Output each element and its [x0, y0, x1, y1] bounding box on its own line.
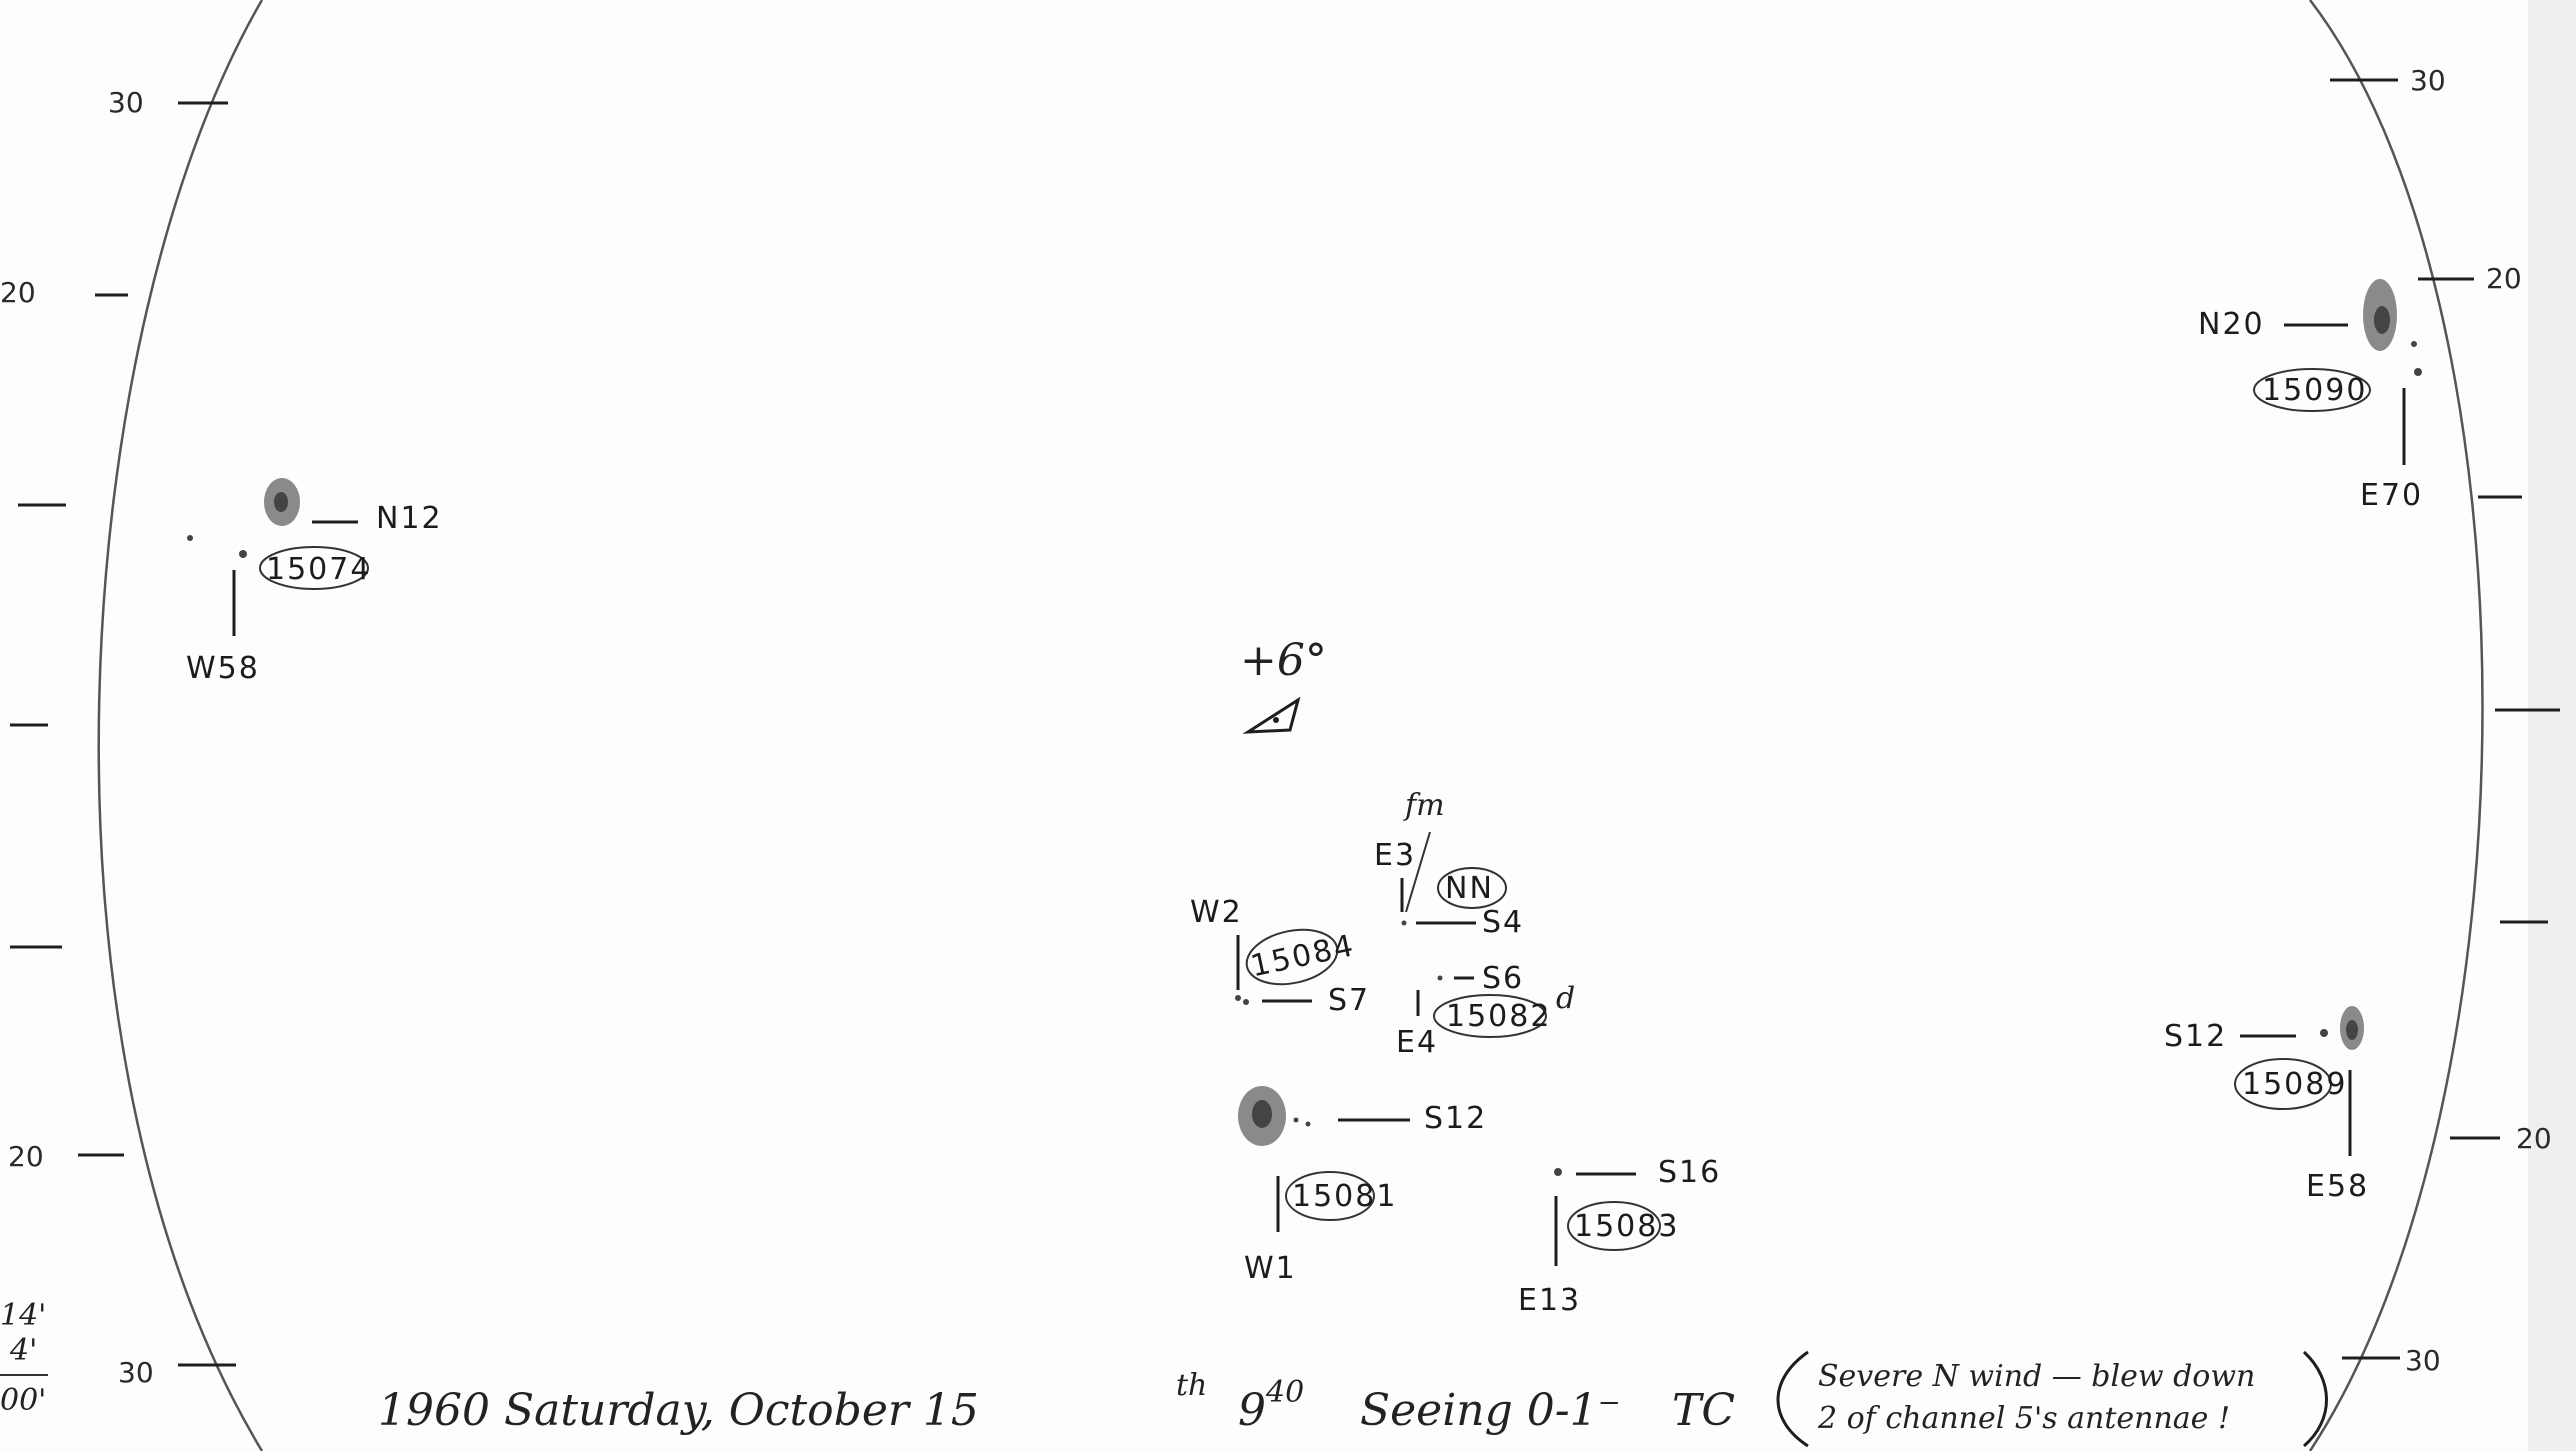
footer-date-suffix: th	[1176, 1368, 1207, 1403]
spot-dot	[1437, 975, 1443, 981]
region-note: d	[1556, 981, 1575, 1016]
region-15084: W2 15084 S7	[1190, 895, 1370, 1018]
region-note: fm	[1403, 788, 1445, 823]
scale-label-right-top: 30	[2410, 64, 2446, 97]
scale-label-left-top: 30	[108, 86, 144, 119]
footer-time: 9	[1238, 1385, 1266, 1436]
spot-dot	[239, 550, 247, 558]
region-number-oval	[1567, 1201, 1661, 1251]
center-triangle-icon	[1242, 696, 1301, 734]
center-dot	[1273, 717, 1279, 723]
scale-label-right-upper: 20	[2486, 262, 2522, 295]
spot-umbra	[274, 492, 288, 512]
region-lon-label: W58	[186, 651, 260, 686]
region-lat-label: S12	[1424, 1101, 1487, 1136]
remark-open-paren	[1776, 1350, 1809, 1448]
region-lat-label: S16	[1658, 1155, 1721, 1190]
right-scale-ticks	[2330, 78, 2560, 1360]
spot-dot	[2414, 368, 2422, 376]
spot-umbra	[2346, 1020, 2358, 1040]
spot-dot	[1401, 920, 1407, 926]
region-lon-label: E3	[1374, 838, 1416, 873]
region-lon-label: E58	[2306, 1169, 2369, 1204]
region-15082: S6 15082 d E4	[1396, 961, 1575, 1060]
spot-umbra	[2374, 306, 2390, 334]
footer-time-suffix: 40	[1265, 1375, 1304, 1410]
region-15089: S12 15089 E58	[2164, 1006, 2369, 1204]
region-number: 15081	[1292, 1179, 1397, 1214]
footer-observer: TC	[1672, 1385, 1735, 1436]
footer-seeing: Seeing 0-1⁻	[1360, 1385, 1621, 1436]
region-number-oval	[1285, 1171, 1375, 1221]
region-number: 15090	[2262, 373, 2367, 408]
center-latitude-label: +6°	[1240, 635, 1327, 686]
region-lon-label: E13	[1518, 1283, 1581, 1318]
region-lon-label: E4	[1396, 1025, 1438, 1060]
region-15074: N12 15074 W58	[186, 478, 443, 686]
region-number-oval	[1437, 867, 1507, 909]
spot-umbra	[1252, 1100, 1272, 1128]
spot-dot	[2320, 1029, 2328, 1037]
region-15083: S16 15083 E13	[1518, 1155, 1721, 1318]
region-lon-label: E70	[2360, 478, 2423, 513]
region-lat-label: S7	[1328, 983, 1370, 1018]
footer-remark-line2: 2 of channel 5's antennae !	[1817, 1401, 2230, 1436]
paper-edge	[2528, 0, 2576, 1451]
region-number: 15084	[1248, 928, 1358, 984]
left-limb-arc	[97, 0, 264, 1451]
region-lat-label: S6	[1482, 961, 1524, 996]
spot-dot	[1243, 999, 1249, 1005]
remark-close-paren	[2302, 1350, 2328, 1448]
region-lat-label: N20	[2198, 307, 2265, 342]
region-number-oval	[1433, 994, 1547, 1038]
left-scale-ticks	[10, 101, 236, 1367]
region-number-oval	[2234, 1058, 2332, 1110]
region-number: 15089	[2242, 1067, 2347, 1102]
region-number: 15082	[1446, 999, 1551, 1034]
margin-note-2: 4'	[9, 1333, 37, 1368]
region-lon-label: W2	[1190, 895, 1243, 930]
scale-label-left-lower: 20	[8, 1140, 44, 1173]
spot-dot	[1305, 1121, 1311, 1127]
region-lat-label: S4	[1482, 905, 1524, 940]
scale-label-left-bottom: 30	[118, 1356, 154, 1389]
region-lat-label: N12	[376, 501, 443, 536]
spot-dot	[1235, 995, 1241, 1001]
region-number: 15074	[266, 552, 371, 587]
region-lon-label: W1	[1244, 1251, 1297, 1286]
region-number-oval	[259, 546, 369, 590]
footer-date: 1960 Saturday, October 15	[378, 1385, 979, 1436]
region-lat-label: S12	[2164, 1019, 2227, 1054]
region-number: NN	[1445, 871, 1494, 906]
margin-note-1: 14'	[0, 1298, 46, 1333]
spot-dot	[1554, 1168, 1562, 1176]
region-15090: N20 15090 E70	[2198, 279, 2423, 513]
right-limb-arc	[2308, 0, 2484, 1451]
margin-note-3: 00'	[0, 1383, 46, 1418]
scale-label-right-lower: 20	[2516, 1122, 2552, 1155]
region-number-oval	[2253, 368, 2371, 412]
spot-dot	[2411, 341, 2417, 347]
scale-label-left-upper: 20	[0, 276, 36, 309]
scale-label-right-bottom: 30	[2405, 1344, 2441, 1377]
spot-dot	[1293, 1117, 1299, 1123]
spot-dot	[187, 535, 193, 541]
footer-remark-line1: Severe N wind — blew down	[1818, 1359, 2255, 1394]
region-nn: fm E3 NN S4	[1374, 788, 1524, 940]
region-15081: S12 15081 W1	[1238, 1086, 1487, 1286]
observation-footer: 1960 Saturday, October 15 th 9 40 Seeing…	[378, 1350, 2328, 1448]
region-number-oval	[1245, 928, 1339, 986]
region-number: 15083	[1574, 1209, 1679, 1244]
